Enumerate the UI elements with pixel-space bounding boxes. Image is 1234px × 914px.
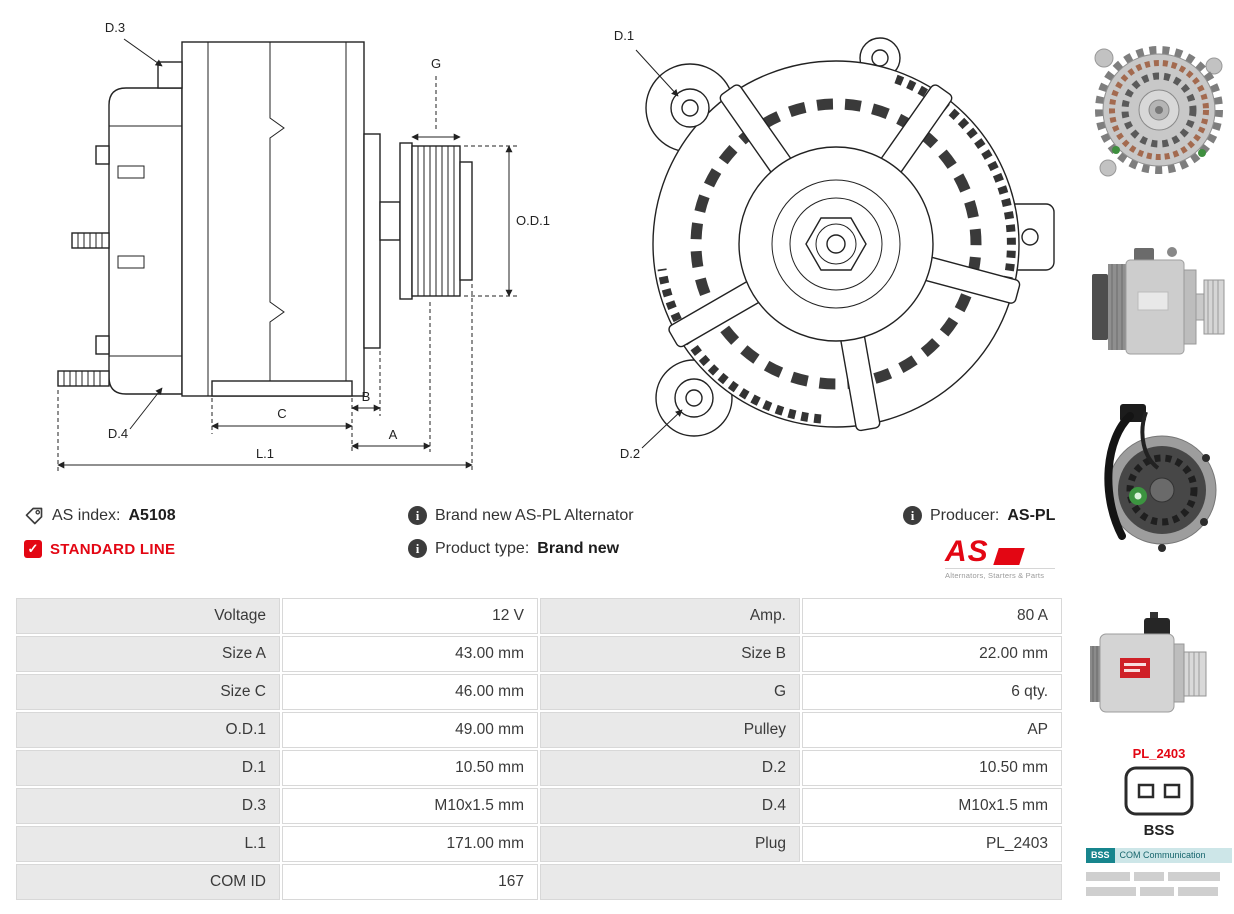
spec-label-cell: Amp. [540,598,800,634]
com-badge-type: BSS [1086,848,1115,863]
dim-label-d3: D.3 [105,20,125,35]
plug-code: PL_2403 [1132,746,1186,761]
producer-label: Producer: [930,506,1000,524]
plug-name: BSS [1143,822,1175,839]
plug-connector-icon [1123,765,1195,822]
spec-value-cell: M10x1.5 mm [802,788,1062,824]
as-pl-logo: AS Alternators, Starters & Parts [945,535,1056,580]
bottom-lug [211,380,353,397]
spec-label-cell: D.4 [540,788,800,824]
as-index-label: AS index: [52,507,121,524]
check-icon: ✓ [24,540,42,558]
as-pl-logo-text: AS [945,535,989,568]
producer-line: i Producer: AS-PL [903,506,1055,525]
product-photo-front[interactable] [1086,18,1232,203]
spec-value-cell: 6 qty. [802,674,1062,710]
product-photo-side-plug[interactable] [1086,606,1232,741]
placeholder-bars [1086,872,1232,902]
as-pl-logo-caption: Alternators, Starters & Parts [945,568,1056,580]
com-communication-badge: BSS COM Communication [1086,848,1232,863]
spec-label-cell: Size A [16,636,280,672]
spec-label-cell: G [540,674,800,710]
spec-value-cell: AP [802,712,1062,748]
dim-label-a: A [389,427,398,442]
spec-value-cell: PL_2403 [802,826,1062,862]
as-index-line: AS index: A5108 [24,506,176,526]
side-view-diagram: D.3 G O.D.1 D.4 C B A L.1 [57,20,550,472]
rear-cover-outline [108,87,183,395]
spec-label-cell: Voltage [16,598,280,634]
spec-label-cell: Size B [540,636,800,672]
product-description: Brand new AS-PL Alternator [435,506,634,524]
pulley-nut [805,217,867,271]
dim-label-b: B [362,389,371,404]
spec-value-cell: 43.00 mm [282,636,538,672]
dim-label-l1: L.1 [256,446,274,461]
dim-label-c: C [277,406,286,421]
info-icon: i [408,539,427,558]
spec-value-cell: M10x1.5 mm [282,788,538,824]
info-column-left: AS index: A5108 ✓ STANDARD LINE [24,506,176,558]
producer-value: AS-PL [1007,506,1056,524]
spec-table: Voltage 12 V Amp. 80 A Size A 43.00 mm S… [16,598,1062,900]
product-photo-rear[interactable] [1086,398,1232,568]
info-icon: i [408,506,427,525]
product-type-line: i Product type: Brand new [408,539,634,558]
spec-value-cell: 167 [282,864,538,900]
tag-icon [25,507,43,525]
spec-value-cell: 10.50 mm [282,750,538,786]
info-icon: i [903,506,922,525]
front-housing-outline [181,41,365,397]
spec-empty-cell [540,864,1062,900]
spec-value-cell: 171.00 mm [282,826,538,862]
spec-label-cell: COM ID [16,864,280,900]
spec-value-cell: 10.50 mm [802,750,1062,786]
spec-value-cell: 12 V [282,598,538,634]
spec-label-cell: Pulley [540,712,800,748]
spec-label-cell: O.D.1 [16,712,280,748]
dim-label-d2: D.2 [620,446,640,461]
spec-value-cell: 80 A [802,598,1062,634]
product-photos-sidebar: PL_2403 BSS BSS COM Communication [1086,0,1234,914]
dim-label-d1: D.1 [614,28,634,43]
product-type-label: Product type: [435,539,530,557]
spec-value-cell: 22.00 mm [802,636,1062,672]
spec-label-cell: D.3 [16,788,280,824]
as-pl-logo-flag [992,548,1025,565]
product-photo-side[interactable] [1086,222,1232,392]
spec-label-cell: D.2 [540,750,800,786]
spec-label-cell: Size C [16,674,280,710]
front-view-diagram: D.1 D.2 [614,28,1055,461]
dim-label-g: G [431,56,441,71]
spec-label-cell: D.1 [16,750,280,786]
dim-label-od1: O.D.1 [516,213,550,228]
dim-label-d4: D.4 [108,426,128,441]
standard-line-label: STANDARD LINE [50,540,176,558]
spec-label-cell: Plug [540,826,800,862]
as-index-value: A5108 [128,507,176,524]
com-badge-text: COM Communication [1114,848,1232,863]
mounting-stud [57,370,110,387]
spec-value-cell: 49.00 mm [282,712,538,748]
spec-value-cell: 46.00 mm [282,674,538,710]
description-line: i Brand new AS-PL Alternator [408,506,634,525]
spec-label-cell: L.1 [16,826,280,862]
standard-line: ✓ STANDARD LINE [24,540,176,558]
info-column-center: i Brand new AS-PL Alternator i Product t… [408,506,634,558]
info-column-right: i Producer: AS-PL AS Alternators, Starte… [903,506,1056,580]
product-type-value: Brand new [537,539,620,557]
